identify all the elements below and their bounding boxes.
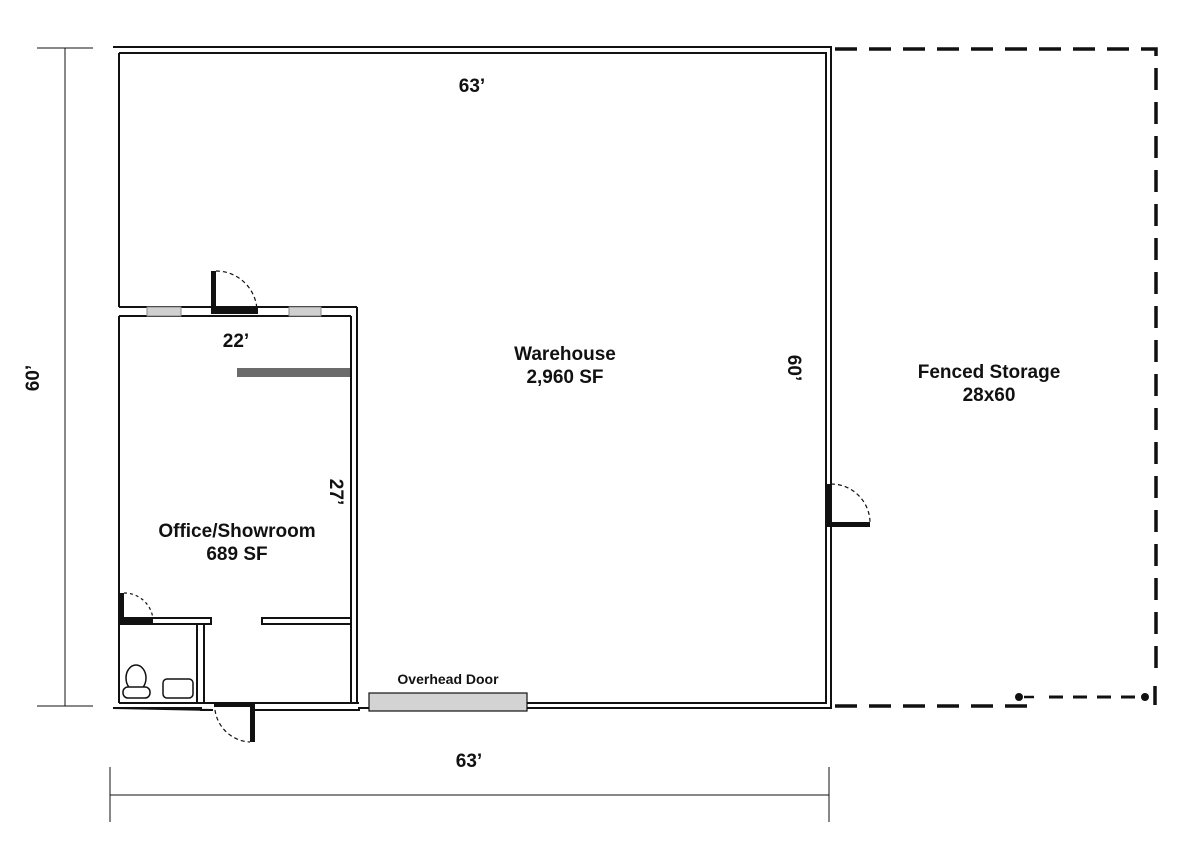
office-counter <box>237 368 350 377</box>
sink-icon <box>162 678 194 699</box>
door-office-warehouse <box>211 270 258 314</box>
exterior-wall-inner <box>118 52 827 704</box>
overhead-door-label: Overhead Door <box>397 671 499 687</box>
office-window-right <box>288 306 322 317</box>
fence-gate-post-right <box>1141 693 1149 701</box>
exterior-walls <box>112 46 832 711</box>
dimension-right-height: 60’ <box>783 355 804 381</box>
fence-outline <box>835 47 1158 708</box>
fenced-storage-name: Fenced Storage <box>918 362 1061 383</box>
restroom-side-wall <box>196 624 205 703</box>
door-fenced-storage <box>826 483 871 527</box>
dimension-bottom-width: 63’ <box>456 751 482 772</box>
dimension-bottom <box>109 767 830 822</box>
door-restroom <box>120 592 154 623</box>
office-walls <box>118 306 359 704</box>
door-front-entry <box>214 702 255 743</box>
overhead-door <box>368 692 528 712</box>
dimension-left-height: 60’ <box>23 365 44 391</box>
fence-gate-post-left <box>1015 693 1023 701</box>
hall-partition-right <box>261 617 352 625</box>
dimension-office-width: 22’ <box>223 331 249 352</box>
office-area: 689 SF <box>206 544 267 565</box>
restroom-partition <box>119 617 212 625</box>
toilet-icon <box>122 664 151 699</box>
dimension-top-width: 63’ <box>459 76 485 97</box>
fenced-storage-size: 28x60 <box>963 385 1016 406</box>
dimension-left <box>37 47 93 707</box>
warehouse-name: Warehouse <box>514 344 616 365</box>
warehouse-area: 2,960 SF <box>526 367 603 388</box>
office-window-left <box>146 306 182 317</box>
office-name: Office/Showroom <box>158 521 315 542</box>
dimension-office-depth: 27’ <box>325 479 346 505</box>
exterior-wall-outer <box>112 46 832 711</box>
